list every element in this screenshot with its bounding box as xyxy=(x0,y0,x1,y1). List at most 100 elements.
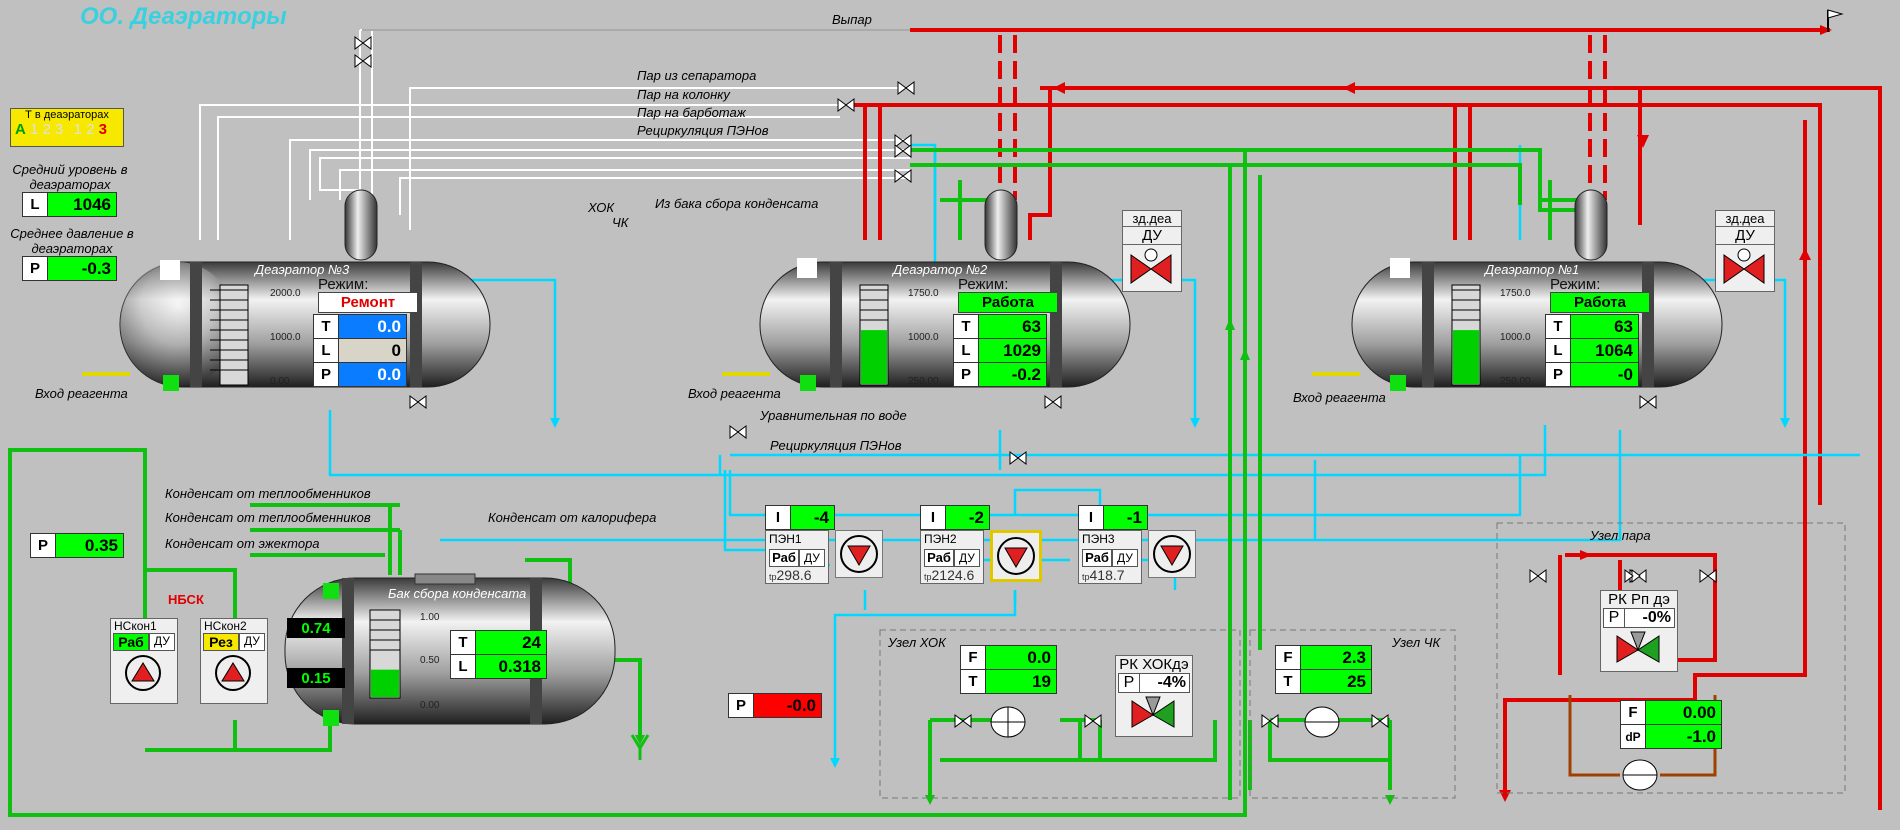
deaerator-2-du-panel[interactable]: зд.деа ДУ xyxy=(1122,210,1182,292)
line-label-steam-separator: Пар из сепаратора xyxy=(637,68,757,83)
pen1-panel[interactable]: ПЭН1 Раб ДУ tp298.6 xyxy=(765,530,829,584)
deaerator-1-du: ДУ xyxy=(1716,227,1774,245)
hok-T: 19 xyxy=(1032,671,1051,691)
deaerator-2-name: Деаэратор №2 xyxy=(893,262,988,277)
deaerator-2-scale-bottom: 250.00 xyxy=(908,376,939,387)
pen1-current: I-4 xyxy=(765,505,835,530)
pen1-tp-label: tp xyxy=(769,572,777,582)
rk-steam-panel[interactable]: РК Рп дэ P -0% xyxy=(1600,590,1678,672)
nscon2-pump-icon xyxy=(215,655,251,691)
pen3-tp: 418.7 xyxy=(1089,567,1125,583)
steam-arrows xyxy=(1053,25,1832,802)
pen2-tp-label: tp xyxy=(924,572,932,582)
tank-T: 24 xyxy=(522,632,541,652)
steam-node-title: Узел пара xyxy=(1590,528,1651,543)
deaerator-1-T: 63 xyxy=(1614,316,1633,336)
deaerator-1-du-title: зд.деа xyxy=(1716,211,1774,227)
deaerator-2-du: ДУ xyxy=(1123,227,1181,245)
pen1-name: ПЭН1 xyxy=(769,532,802,546)
hok-F: 0.0 xyxy=(1027,647,1051,667)
pen1-pump-icon[interactable] xyxy=(835,530,883,578)
nscon1-name: НСкон1 xyxy=(114,619,157,633)
tank-L: 0.318 xyxy=(498,656,541,676)
deaerator-2-T: 63 xyxy=(1022,316,1041,336)
deaerator-2-L: 1029 xyxy=(1003,340,1041,360)
deaerator-1-mode[interactable]: Работа xyxy=(1550,292,1650,313)
rk-hok-panel[interactable]: РК ХОКдэ P-4% xyxy=(1115,655,1193,737)
pen1-du[interactable]: ДУ xyxy=(799,549,825,567)
pen3-du[interactable]: ДУ xyxy=(1112,549,1138,567)
line-label-recirculation: Рециркуляция ПЭНов xyxy=(637,123,769,138)
pen3-state[interactable]: Раб xyxy=(1082,549,1112,567)
legend-nums2: 1 2 xyxy=(73,121,95,138)
rk-steam-value: -0% xyxy=(1642,609,1671,626)
steam-dP: -1.0 xyxy=(1686,726,1716,746)
deaerator-2-mode[interactable]: Работа xyxy=(958,292,1058,313)
deaerator-3-mode[interactable]: Ремонт xyxy=(318,292,418,313)
avg-pressure-box: P-0.3 xyxy=(22,256,117,281)
avg-level-key: L xyxy=(23,193,48,216)
avg-level-caption: Средний уровень в деаэраторах xyxy=(12,162,128,192)
line-label-steam-column: Пар на колонку xyxy=(637,87,730,102)
chk-T: 25 xyxy=(1347,671,1366,691)
deaerator-2-mode-label: Режим: xyxy=(958,276,1009,293)
deaerator-3-T: 0.0 xyxy=(339,315,406,338)
avg-pressure-caption: Среднее давление в деаэраторах xyxy=(10,226,134,256)
deaerator-3-name: Деаэратор №3 xyxy=(255,262,350,277)
deaerator-3-scale-mid: 1000.0 xyxy=(270,332,301,343)
tank-scale-bottom: 0.00 xyxy=(420,700,440,711)
nscon2-state[interactable]: Рез xyxy=(203,633,239,651)
line-label-from-tank: Из бака сбора конденсата xyxy=(655,196,819,211)
deaerator-3-scale-bottom: 0.00 xyxy=(270,376,290,387)
deaerator-1-du-panel[interactable]: зд.деа ДУ xyxy=(1715,210,1775,292)
rk-hok-value: -4% xyxy=(1157,674,1186,691)
pen1-state[interactable]: Раб xyxy=(769,549,799,567)
pen2-state[interactable]: Раб xyxy=(924,549,954,567)
deaerator-3-L: 0 xyxy=(339,339,406,362)
condensate-lines xyxy=(8,148,1590,817)
page-title: ОО. Деаэраторы xyxy=(80,3,287,30)
tank-scale-mid: 0.50 xyxy=(420,655,440,666)
pen3-pump-icon[interactable] xyxy=(1148,530,1196,578)
rk-hok-valve-icon xyxy=(1131,696,1175,728)
avg-pressure-value: -0.3 xyxy=(81,258,111,278)
tank-level-bottom: 0.15 xyxy=(287,668,345,688)
pen3-name: ПЭН3 xyxy=(1082,532,1115,546)
deaerator-3-P: 0.0 xyxy=(339,363,406,386)
pen2-du[interactable]: ДУ xyxy=(954,549,980,567)
tank-scale-top: 1.00 xyxy=(420,612,440,623)
condensate-tank-name: Бак сбора конденсата xyxy=(388,586,527,601)
line-label-recirculation-2: Рециркуляция ПЭНов xyxy=(770,438,902,453)
rk-steam-name: РК Рп дэ xyxy=(1608,591,1670,608)
deaerator-2-reagent: Вход реагента xyxy=(688,386,781,401)
pen2-pump-icon[interactable] xyxy=(990,530,1042,582)
nscon1-state[interactable]: Раб xyxy=(113,633,149,651)
deaerator-1-scale-bottom: 250.00 xyxy=(1500,376,1531,387)
alarm-pressure-key: P xyxy=(729,694,754,717)
deaerator-1-mode-label: Режим: xyxy=(1550,276,1601,293)
nscon1-du[interactable]: ДУ xyxy=(149,633,175,651)
deaerator-1-scale-mid: 1000.0 xyxy=(1500,332,1531,343)
nscon2-du[interactable]: ДУ xyxy=(239,633,265,651)
valve-icons xyxy=(354,36,1717,728)
pen3-panel[interactable]: ПЭН3 Раб ДУ tp418.7 xyxy=(1078,530,1142,584)
deaerator-2-scale-top: 1750.0 xyxy=(908,288,939,299)
deaerator-3-mode-label: Режим: xyxy=(318,276,369,293)
rk-hok-key: P xyxy=(1119,674,1140,692)
pen2-tp: 2124.6 xyxy=(931,567,975,583)
rk-steam-key: P xyxy=(1604,609,1625,627)
cond-from-hx-2: Конденсат от теплообменников xyxy=(165,510,371,525)
pen2-panel[interactable]: ПЭН2 Раб ДУ tp2124.6 xyxy=(920,530,984,584)
deaerator-1-reagent: Вход реагента xyxy=(1293,390,1386,405)
